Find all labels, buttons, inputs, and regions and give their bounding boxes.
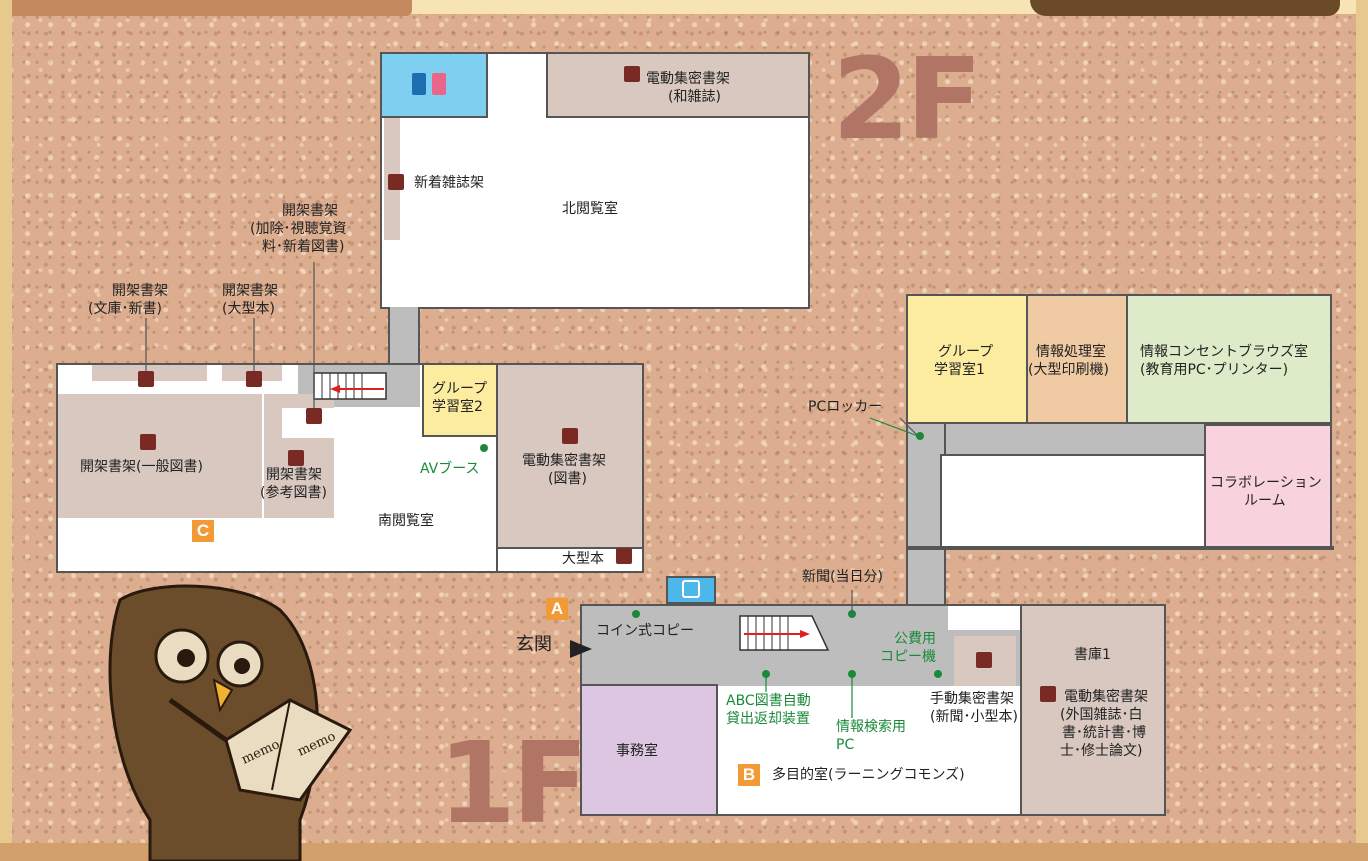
coin-copy-dot xyxy=(632,610,640,618)
large-stacks-label-2: (大型本) xyxy=(222,301,275,317)
restroom[interactable] xyxy=(380,52,488,118)
manual-stacks-label-2: (新聞･小型本) xyxy=(930,709,1018,725)
north-reading-room-label: 北閲覧室 xyxy=(562,201,618,217)
wheelchair-icon xyxy=(682,580,700,598)
mobile-stacks-foreign-label-2: (外国雑誌･白 xyxy=(1060,707,1143,723)
right-frame xyxy=(1356,0,1368,861)
group-study-2-label-2: 学習室2 xyxy=(432,399,483,415)
pc-locker-label: PCロッカー xyxy=(808,399,883,415)
bunko-label-1: 開架書架 xyxy=(112,283,168,299)
mobile-stacks-books-label-2: (図書) xyxy=(548,471,587,487)
mobile-stacks-books[interactable] xyxy=(496,363,644,549)
info-processing-label-2: (大型印刷機) xyxy=(1028,362,1109,378)
stairs-1f-icon xyxy=(739,615,830,651)
left-frame xyxy=(0,0,12,861)
group-study-1-label-1: グループ xyxy=(938,344,994,360)
floor-label-1f: 1F xyxy=(438,719,588,849)
bottom-frame xyxy=(0,843,1368,861)
mobile-stacks-books-label-1: 電動集密書架 xyxy=(522,453,606,469)
reference-stacks-label-2: (参考図書) xyxy=(260,485,327,501)
mobile-stacks-foreign-label-3: 書･統計書･博 xyxy=(1062,725,1146,741)
first-floor-upper-corridor xyxy=(906,424,1208,456)
av-booth-label: AVブース xyxy=(420,461,480,477)
abc-device-label-1: ABC図書自動 xyxy=(726,693,811,709)
collaboration-label-2: ルーム xyxy=(1244,493,1286,509)
male-restroom-icon xyxy=(412,73,426,95)
book-icons xyxy=(138,66,1056,702)
office[interactable] xyxy=(580,684,718,816)
collaboration-label-1: コラボレーション xyxy=(1210,475,1322,491)
entrance-label: 玄関 xyxy=(516,634,552,655)
info-processing-label-1: 情報処理室 xyxy=(1036,344,1106,360)
zone-a-badge: A xyxy=(546,598,568,620)
general-stacks-label: 開架書架(一般図書) xyxy=(80,459,203,475)
info-outlet-label-2: (教育用PC･プリンター) xyxy=(1140,362,1289,378)
pc-locker-dot xyxy=(916,432,924,440)
large-stacks-label-1: 開架書架 xyxy=(222,283,278,299)
multipurpose-label: 多目的室(ラーニングコモンズ) xyxy=(772,767,965,783)
owl-illustration xyxy=(108,584,353,861)
public-copy-dot xyxy=(934,670,942,678)
general-stacks-area[interactable] xyxy=(58,394,262,518)
first-floor-vertical-corridor xyxy=(906,424,946,606)
group-study-room-2[interactable] xyxy=(422,363,498,437)
connector-corridor xyxy=(388,307,420,365)
newspaper-label: 新聞(当日分) xyxy=(802,569,883,585)
south-reading-room-label: 南閲覧室 xyxy=(378,513,434,529)
zone-b-badge: B xyxy=(738,764,760,786)
manual-stacks-label-1: 手動集密書架 xyxy=(930,691,1014,707)
stack-room-1[interactable] xyxy=(1020,604,1166,816)
office-label: 事務室 xyxy=(616,743,658,759)
info-outlet-label-1: 情報コンセントブラウズ室 xyxy=(1140,344,1308,360)
header-tab xyxy=(0,0,412,16)
search-pc-label-2: PC xyxy=(836,737,855,753)
female-restroom-icon xyxy=(432,73,446,95)
floor-label-2f: 2F xyxy=(832,35,982,165)
large-books-label: 大型本 xyxy=(562,551,604,567)
bunko-label-2: (文庫･新書) xyxy=(88,301,162,317)
av-stacks-label-2: (加除･視聴覚資 xyxy=(250,221,347,237)
av-stacks-label-3: 料･新着図書) xyxy=(262,239,345,255)
mobile-stacks-foreign-label-4: 士･修士論文) xyxy=(1060,743,1143,759)
av-stacks-label-1: 開架書架 xyxy=(282,203,338,219)
reference-stacks-label-1: 開架書架 xyxy=(266,467,322,483)
header-logo xyxy=(1030,0,1340,16)
stack-room-label: 書庫1 xyxy=(1074,647,1111,663)
mobile-stacks-foreign-label-1: 電動集密書架 xyxy=(1064,689,1148,705)
av-booth-dot xyxy=(480,444,488,452)
group-study-1-label-2: 学習室1 xyxy=(934,362,985,378)
first-floor-divider xyxy=(906,546,1334,550)
group-study-2-label-1: グループ xyxy=(432,381,488,397)
search-pc-label-1: 情報検索用 xyxy=(836,719,906,735)
mobile-stacks-jp-magazines-label-1: 電動集密書架 xyxy=(646,71,730,87)
info-outlet-room[interactable] xyxy=(1126,294,1332,424)
coin-copy-label: コイン式コピー xyxy=(596,623,694,639)
stairs-2f-icon xyxy=(313,372,387,400)
zone-c-badge: C xyxy=(192,520,214,542)
public-copy-label-1: 公費用 xyxy=(894,631,936,647)
entrance-arrow-icon xyxy=(570,640,592,658)
public-copy-label-2: コピー機 xyxy=(880,649,936,665)
abc-device-label-2: 貸出返却装置 xyxy=(726,711,810,727)
info-processing-room[interactable] xyxy=(1026,294,1128,424)
new-magazines-label: 新着雑誌架 xyxy=(414,175,484,191)
mobile-stacks-jp-magazines-label-2: (和雑誌) xyxy=(668,89,721,105)
mobile-stacks-jp-magazines[interactable] xyxy=(546,52,810,118)
